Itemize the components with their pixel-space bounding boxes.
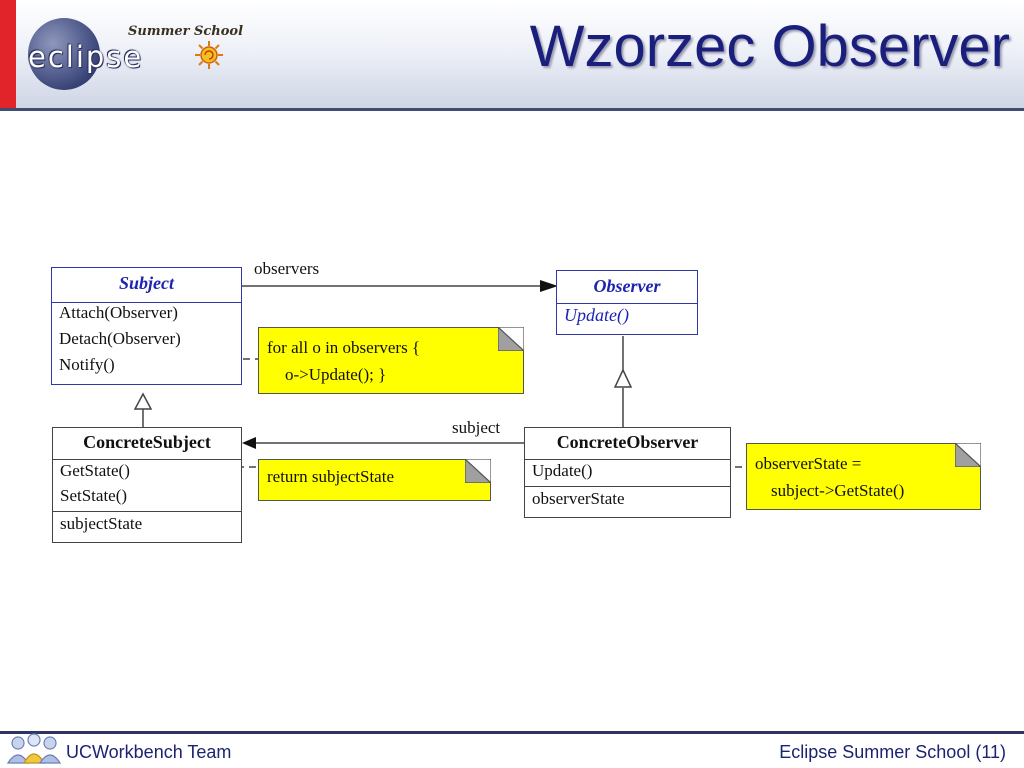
notify-note-line: o->Update(); } <box>285 365 387 384</box>
observer-method: Update() <box>564 305 629 325</box>
concreteobserver-attribute: observerState <box>532 489 625 508</box>
subject-method: Attach(Observer) <box>59 303 178 322</box>
people-icon <box>6 733 62 764</box>
footer-team: UCWorkbench Team <box>66 742 232 762</box>
notify-note: for all o in observers { o->Update(); } <box>258 327 524 394</box>
eclipse-logo-disc <box>28 18 100 90</box>
subject-method: Notify() <box>59 355 115 374</box>
update-note-line: observerState = <box>755 454 862 473</box>
concreteobserver-method: Update() <box>532 461 593 480</box>
subject-class: Subject Attach(Observer) Detach(Observer… <box>51 267 242 385</box>
accent-bar <box>0 0 16 108</box>
note-fold-icon <box>465 459 491 483</box>
note-fold-icon <box>498 327 524 351</box>
observers-role-label: observers <box>254 259 320 278</box>
concreteobserver-class-name: ConcreteObserver <box>556 432 699 452</box>
concretesubject-class-name: ConcreteSubject <box>83 432 211 452</box>
observer-class: Observer Update() <box>556 270 698 335</box>
concretesubject-method: SetState() <box>60 486 128 505</box>
slide-header <box>0 0 1024 110</box>
eclipse-summer-school-logo: eclipse Summer School <box>22 6 243 102</box>
sun-icon <box>195 41 223 69</box>
concretesubject-method: GetState() <box>60 461 130 480</box>
logo-subtitle: Summer School <box>128 24 244 39</box>
observer-inherit-triangle <box>613 368 633 388</box>
subject-role-label: subject <box>452 418 501 437</box>
update-note-line: subject->GetState() <box>771 481 905 500</box>
notify-note-line: for all o in observers { <box>267 338 421 357</box>
observer-class-name: Observer <box>593 276 661 296</box>
note-fold-icon <box>955 443 981 467</box>
footer-slide-number: Eclipse Summer School (11) <box>779 742 1006 762</box>
header-divider <box>0 108 1024 111</box>
concreteobserver-class: ConcreteObserver Update() observerState <box>524 427 731 518</box>
concretesubject-attribute: subjectState <box>60 514 143 533</box>
update-note: observerState = subject->GetState() <box>746 443 981 510</box>
getstate-note: return subjectState <box>258 459 491 501</box>
slide-title: Wzorzec Observer <box>529 14 1010 79</box>
concretesubject-class: ConcreteSubject GetState() SetState() su… <box>52 427 242 543</box>
subject-arrowhead <box>242 437 256 449</box>
subject-method: Detach(Observer) <box>59 329 181 348</box>
subject-class-name: Subject <box>118 273 174 293</box>
footer-divider <box>0 731 1024 734</box>
logo-text: eclipse <box>28 40 144 74</box>
subject-inherit-triangle <box>133 392 153 410</box>
getstate-note-line: return subjectState <box>267 467 394 486</box>
observers-arrowhead <box>540 280 558 292</box>
